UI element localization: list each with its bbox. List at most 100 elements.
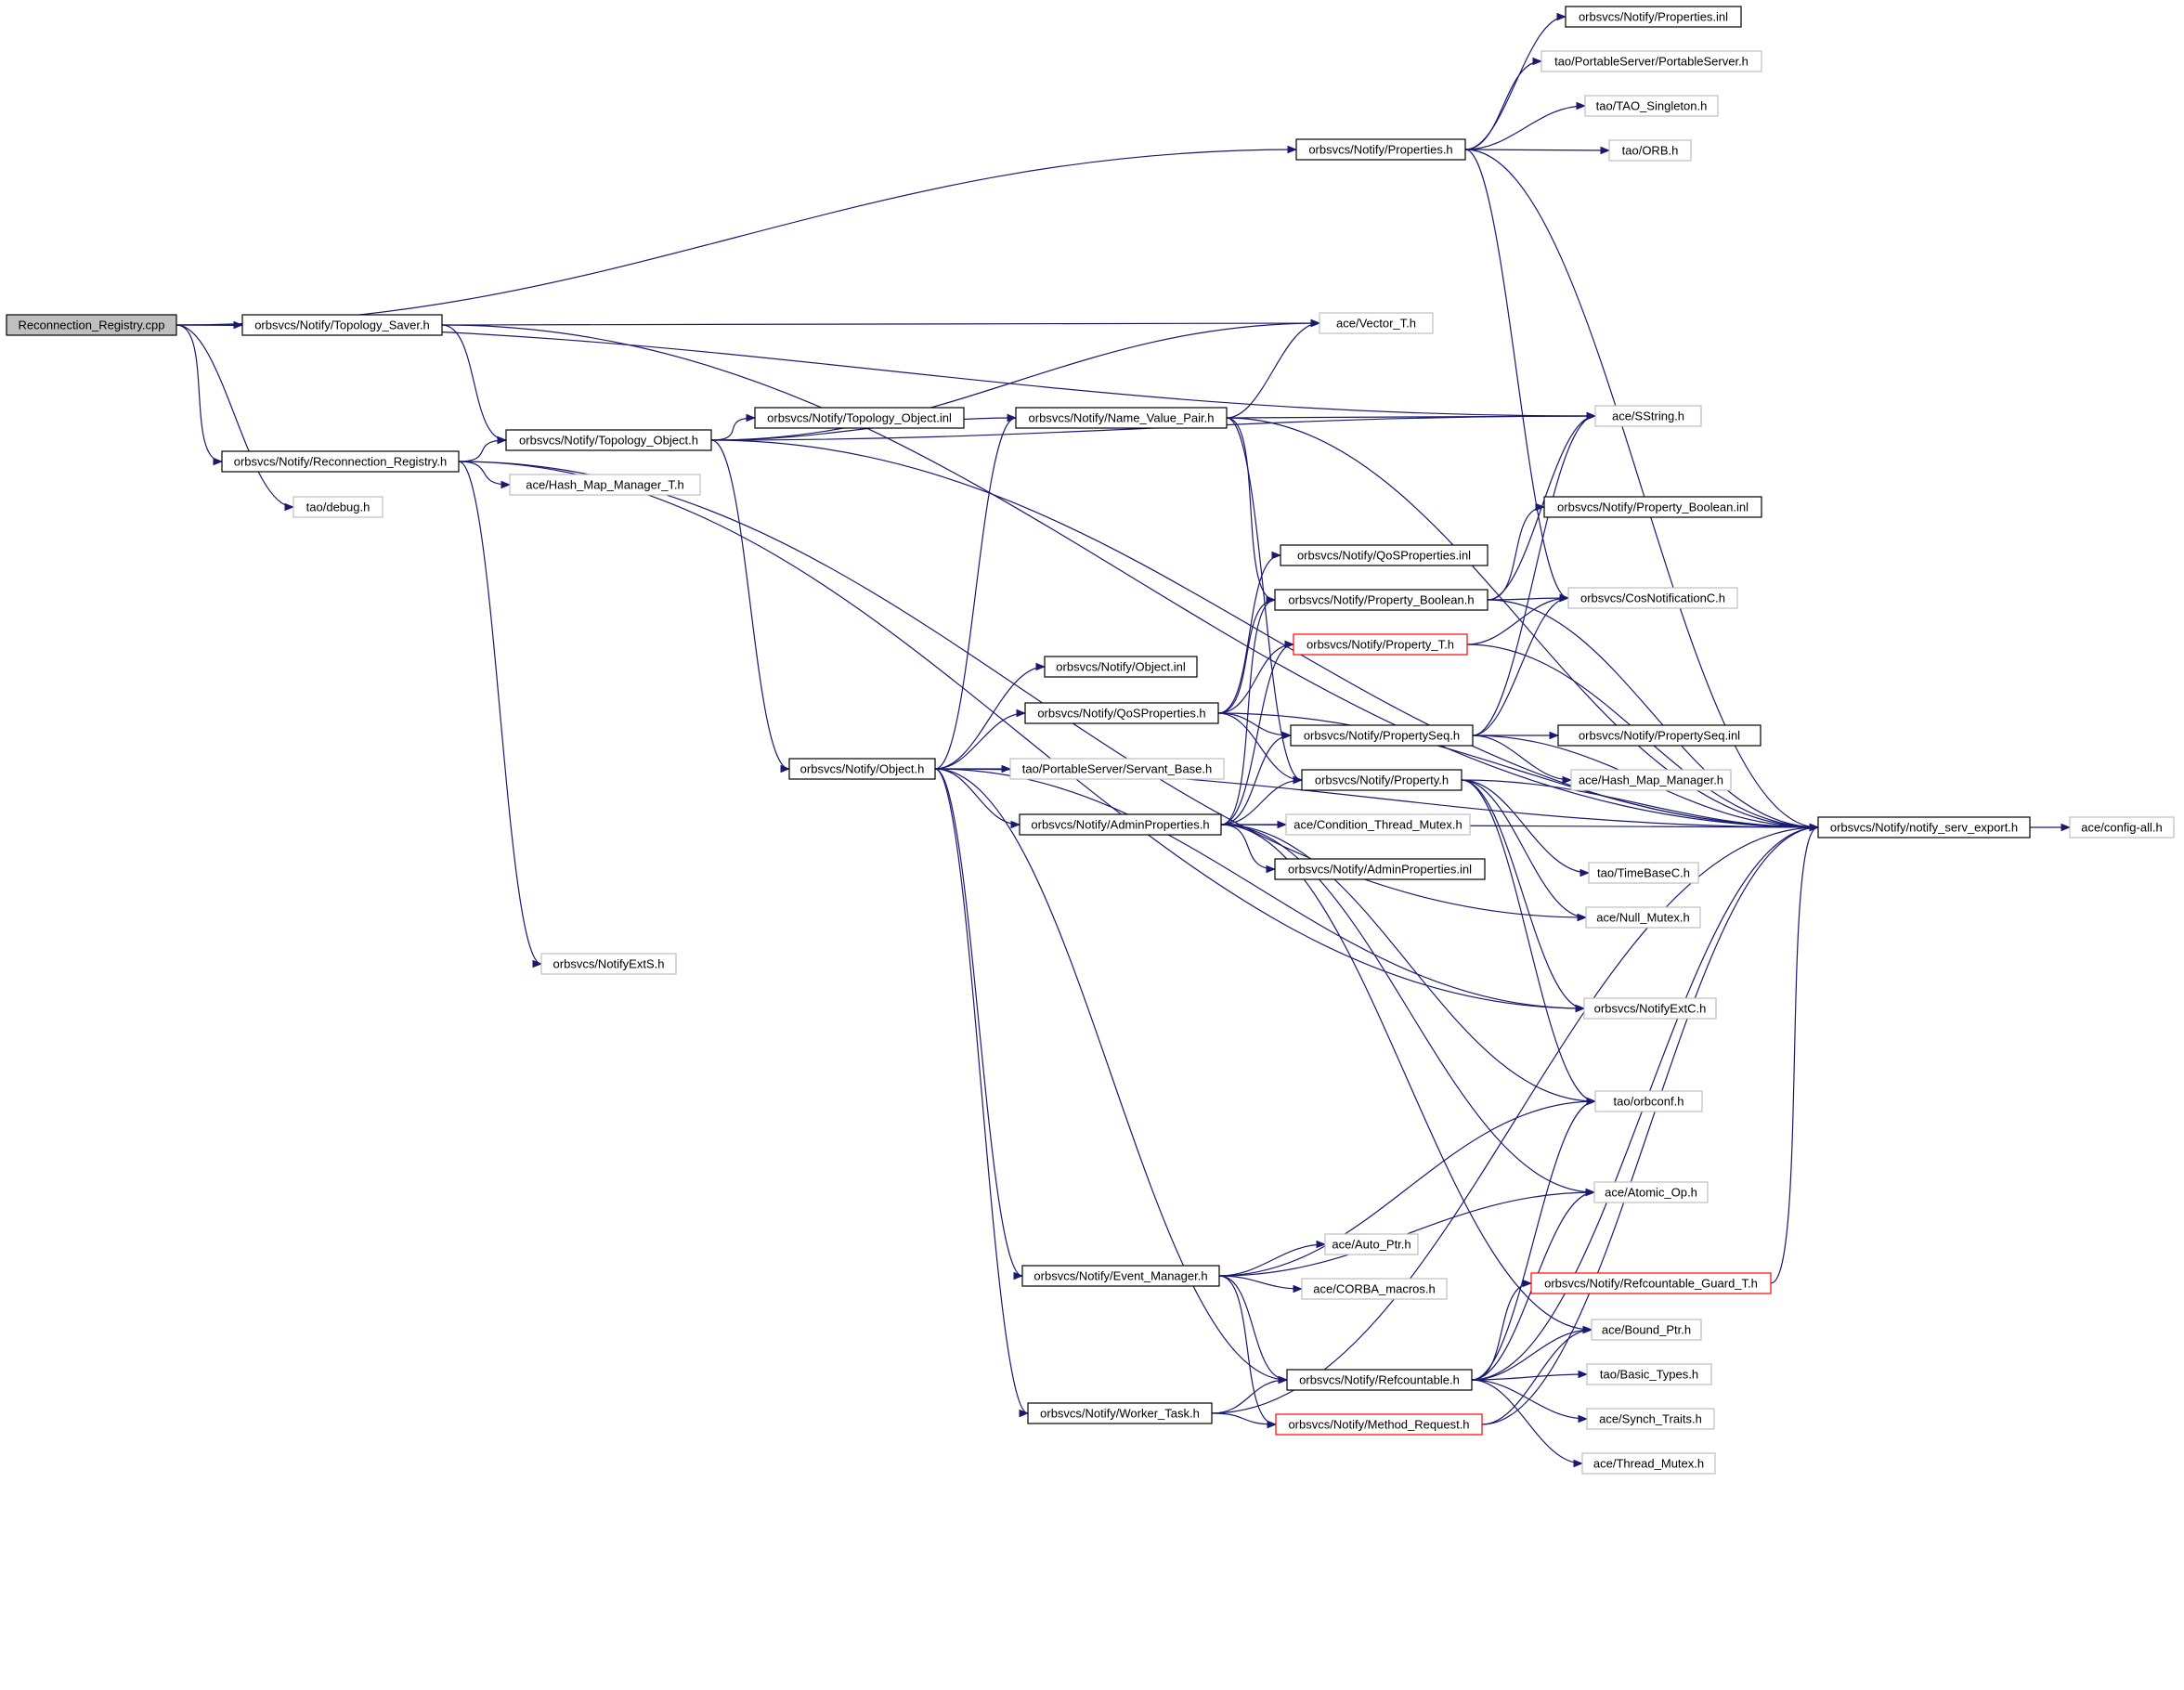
node-box [1540, 50, 1762, 72]
dependency-edge [1217, 640, 1295, 714]
node-box [505, 429, 712, 451]
header-node[interactable]: orbsvcs/Notify/QoSProperties.inl [1280, 544, 1488, 566]
node-box [1301, 769, 1462, 791]
header-node[interactable]: orbsvcs/Notify/Event_Manager.h [1021, 1265, 1220, 1287]
node-label: tao/PortableServer/PortableServer.h [1554, 55, 1748, 69]
node-box [1817, 816, 2031, 838]
header-node[interactable]: tao/TAO_Singleton.h [1584, 95, 1719, 117]
dependency-edge [1770, 823, 1820, 1284]
dependency-edge [1464, 12, 1567, 150]
header-node[interactable]: orbsvcs/NotifyExtC.h [1583, 997, 1717, 1020]
header-node[interactable]: ace/Atomic_Op.h [1593, 1181, 1709, 1203]
dependency-edge [710, 413, 757, 441]
node-box [2069, 816, 2175, 838]
header-node[interactable]: orbsvcs/Notify/QoSProperties.h [1024, 702, 1219, 724]
node-label: tao/ORB.h [1622, 144, 1679, 158]
node-box [1274, 858, 1486, 880]
header-node[interactable]: orbsvcs/Notify/Properties.h [1295, 138, 1466, 161]
header-node[interactable]: orbsvcs/Notify/AdminProperties.inl [1274, 858, 1486, 880]
header-node[interactable]: orbsvcs/NotifyExtS.h [540, 953, 677, 975]
node-label: orbsvcs/CosNotificationC.h [1580, 592, 1725, 605]
node-label: orbsvcs/Notify/Worker_Task.h [1040, 1407, 1200, 1421]
header-node[interactable]: orbsvcs/Notify/Object.inl [1044, 656, 1198, 678]
node-label: orbsvcs/Notify/PropertySeq.inl [1579, 729, 1740, 743]
node-box [1585, 906, 1701, 929]
header-node[interactable]: tao/TimeBaseC.h [1588, 862, 1699, 884]
node-box [1027, 1402, 1213, 1424]
node-label: tao/PortableServer/Servant_Base.h [1022, 762, 1213, 776]
header-node[interactable]: orbsvcs/Notify/PropertySeq.h [1290, 724, 1474, 747]
header-node[interactable]: orbsvcs/Notify/Properties.inl [1565, 6, 1742, 28]
header-node[interactable]: orbsvcs/Notify/Topology_Object.h [505, 429, 712, 451]
dependency-edge [176, 324, 295, 512]
node-label: ace/Vector_T.h [1336, 317, 1416, 331]
dependency-edge [1211, 1412, 1278, 1429]
dependency-edge [934, 768, 1289, 1384]
header-node[interactable]: ace/Bound_Ptr.h [1591, 1319, 1702, 1341]
header-node[interactable]: orbsvcs/Notify/notify_serv_export.h [1817, 816, 2031, 838]
dependency-edge [934, 708, 1027, 770]
header-node[interactable]: orbsvcs/CosNotificationC.h [1567, 587, 1738, 609]
header-node[interactable]: orbsvcs/Notify/AdminProperties.h [1019, 813, 1222, 836]
header-node[interactable]: orbsvcs/Notify/Refcountable.h [1286, 1369, 1473, 1391]
dependency-edge [458, 436, 508, 462]
header-node[interactable]: orbsvcs/Notify/Property_Boolean.inl [1543, 496, 1762, 518]
header-node[interactable]: ace/Synch_Traits.h [1586, 1408, 1715, 1430]
header-node[interactable]: orbsvcs/Notify/Property_T.h [1293, 633, 1468, 656]
header-node[interactable]: ace/config-all.h [2069, 816, 2175, 838]
dependency-edge [1217, 712, 1820, 832]
header-node[interactable]: orbsvcs/Notify/Method_Request.h [1275, 1413, 1483, 1436]
header-node[interactable]: orbsvcs/Notify/Property.h [1301, 769, 1462, 791]
dependency-edge [1220, 775, 1304, 826]
dependency-edge [1226, 411, 1597, 421]
dependency-edge [934, 768, 1021, 829]
node-label: orbsvcs/NotifyExtC.h [1594, 1002, 1707, 1016]
node-label: ace/Condition_Thread_Mutex.h [1294, 818, 1462, 832]
header-node[interactable]: ace/CORBA_macros.h [1301, 1278, 1448, 1300]
dependency-edge [710, 439, 791, 774]
dependency-edge [1226, 417, 1304, 785]
header-node[interactable]: orbsvcs/Notify/Reconnection_Registry.h [221, 450, 460, 473]
node-label: orbsvcs/Notify/Property_T.h [1306, 638, 1454, 652]
header-node[interactable]: ace/Condition_Thread_Mutex.h [1285, 813, 1471, 836]
node-label: orbsvcs/Notify/QoSProperties.h [1037, 707, 1205, 721]
header-node[interactable]: tao/PortableServer/PortableServer.h [1540, 50, 1762, 72]
node-label: ace/Null_Mutex.h [1596, 911, 1689, 925]
header-node[interactable]: ace/SString.h [1594, 405, 1702, 427]
dependency-edge [1226, 417, 1277, 604]
header-node[interactable]: orbsvcs/Notify/PropertySeq.inl [1557, 724, 1762, 747]
header-node[interactable]: ace/Vector_T.h [1319, 312, 1434, 334]
header-node[interactable]: tao/debug.h [292, 496, 384, 518]
header-node[interactable]: ace/Hash_Map_Manager.h [1570, 769, 1732, 791]
header-node[interactable]: orbsvcs/Notify/Topology_Saver.h [241, 314, 443, 336]
dependency-edge [1218, 1275, 1278, 1429]
node-label: orbsvcs/Notify/Object.h [800, 762, 925, 776]
node-label: orbsvcs/Notify/Topology_Saver.h [254, 318, 430, 332]
node-box [1583, 997, 1717, 1020]
header-node[interactable]: ace/Thread_Mutex.h [1581, 1452, 1716, 1475]
header-node[interactable]: orbsvcs/Notify/Name_Value_Pair.h [1015, 407, 1228, 429]
header-node[interactable]: ace/Null_Mutex.h [1585, 906, 1701, 929]
header-node[interactable]: orbsvcs/Notify/Property_Boolean.h [1274, 589, 1488, 611]
dependency-edge [934, 768, 1586, 1013]
header-node[interactable]: orbsvcs/Notify/Topology_Object.inl [754, 407, 965, 429]
header-node[interactable]: orbsvcs/Notify/Refcountable_Guard_T.h [1530, 1272, 1772, 1294]
header-node[interactable]: tao/PortableServer/Servant_Base.h [1009, 758, 1225, 780]
node-box [1286, 1369, 1473, 1391]
header-node[interactable]: tao/orbconf.h [1594, 1090, 1703, 1112]
header-node[interactable]: orbsvcs/Notify/Object.h [788, 758, 936, 780]
node-box [754, 407, 965, 429]
header-node[interactable]: tao/ORB.h [1608, 139, 1692, 162]
header-node[interactable]: ace/Auto_Ptr.h [1324, 1233, 1419, 1255]
node-box [1290, 724, 1474, 747]
header-node[interactable]: ace/Hash_Map_Manager_T.h [509, 474, 701, 496]
dependency-edge [1471, 1325, 1593, 1381]
header-node[interactable]: orbsvcs/Notify/Worker_Task.h [1027, 1402, 1213, 1424]
dependency-edge [1211, 1375, 1289, 1414]
node-box [1274, 589, 1488, 611]
dependency-edge [1217, 712, 1304, 785]
dependency-edge [1218, 1275, 1289, 1384]
dependency-edge [1220, 824, 1277, 874]
node-box [1301, 1278, 1448, 1300]
header-node[interactable]: tao/Basic_Types.h [1586, 1363, 1712, 1385]
